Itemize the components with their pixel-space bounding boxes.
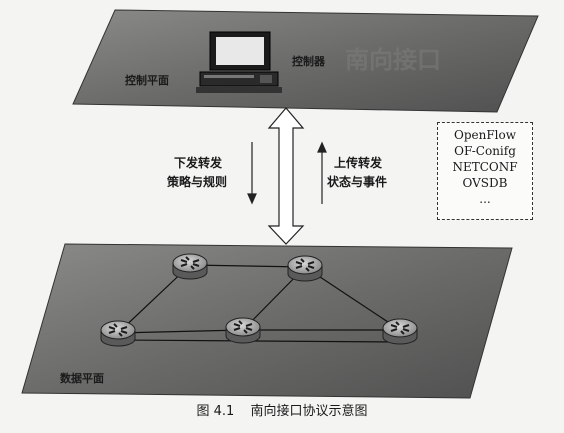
uplink-text-1: 上传转发 [334,156,383,170]
downlink-arrow [247,142,257,205]
downlink-text-1: 下发转发 [174,156,223,170]
caption-title: 南向接口协议示意图 [250,404,368,419]
double-arrow-icon [267,107,305,245]
router-icon [172,253,208,280]
router-icon [287,255,323,282]
protocol-item: ... [479,192,491,206]
router-icon [225,317,261,344]
data-plane-label: 数据平面 [60,372,104,385]
caption-number: 图 4.1 [196,404,235,419]
protocol-list: OpenFlow OF-Conifg NETCONF OVSDB ... [437,122,533,220]
svg-text:南向接口: 南向接口 [345,46,441,74]
uplink-text-2: 状态与事件 [327,175,388,189]
control-plane: 南向接口 [72,9,539,113]
uplink-arrow [317,141,327,204]
control-plane-label: 控制平面 [125,74,169,87]
protocol-item: OVSDB [462,176,508,190]
downlink-text-2: 策略与规则 [167,175,228,189]
protocol-item: NETCONF [452,160,518,174]
router-icon [100,320,136,347]
router-icon [382,318,418,345]
data-plane [21,243,513,399]
protocol-item: OpenFlow [453,128,516,142]
protocol-item: OF-Conifg [454,144,516,158]
controller-label: 控制器 [292,55,325,68]
controller-computer-icon [196,31,282,93]
figure-caption: 图 4.1 南向接口协议示意图 [0,400,564,419]
